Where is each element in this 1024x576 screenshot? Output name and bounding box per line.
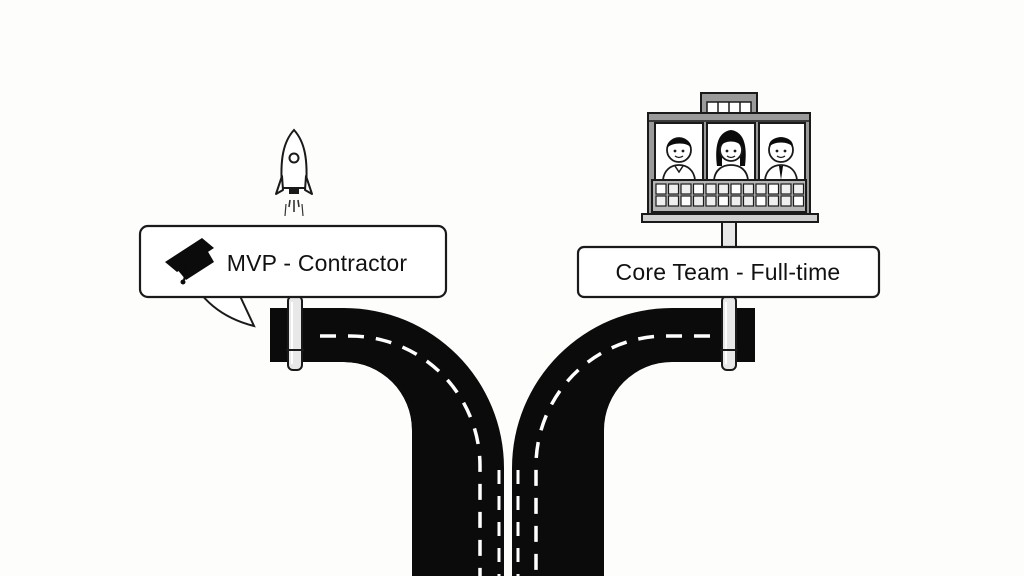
graduation-cap-icon	[165, 238, 214, 285]
left-sign-pole	[286, 295, 304, 371]
building-window	[767, 195, 780, 207]
building-window	[755, 195, 767, 207]
team-member-1	[662, 137, 696, 181]
building-window	[705, 195, 717, 207]
building-window	[655, 195, 667, 207]
office-building-team-icon	[641, 92, 819, 223]
building-window	[742, 195, 755, 207]
building-window	[792, 183, 805, 195]
building-window	[680, 195, 692, 207]
building-window	[692, 195, 705, 207]
building-window	[767, 183, 780, 195]
building-window	[667, 195, 680, 207]
road-left-branch-body	[270, 308, 504, 576]
building-window	[705, 183, 717, 195]
right-sign	[576, 245, 881, 299]
road-fork	[270, 308, 755, 576]
building-window	[742, 183, 755, 195]
team-member-2	[713, 130, 749, 181]
building-window	[680, 183, 692, 195]
building-window	[730, 183, 742, 195]
left-sign-board	[138, 224, 448, 299]
road-right-branch-body	[512, 308, 755, 576]
building-window	[717, 195, 730, 207]
left-sign	[138, 224, 448, 328]
building-window	[780, 195, 792, 207]
building-window	[667, 183, 680, 195]
building-lower-windows	[655, 183, 805, 207]
building-window	[792, 195, 805, 207]
lane-marking-right	[534, 334, 710, 576]
building-window	[717, 183, 730, 195]
building-window	[755, 183, 767, 195]
building-window	[655, 183, 667, 195]
building-window	[730, 195, 742, 207]
rocket-icon	[275, 128, 313, 217]
right-sign-board	[576, 245, 881, 299]
team-member-3	[764, 137, 798, 181]
building-window	[692, 183, 705, 195]
building-window	[780, 183, 792, 195]
